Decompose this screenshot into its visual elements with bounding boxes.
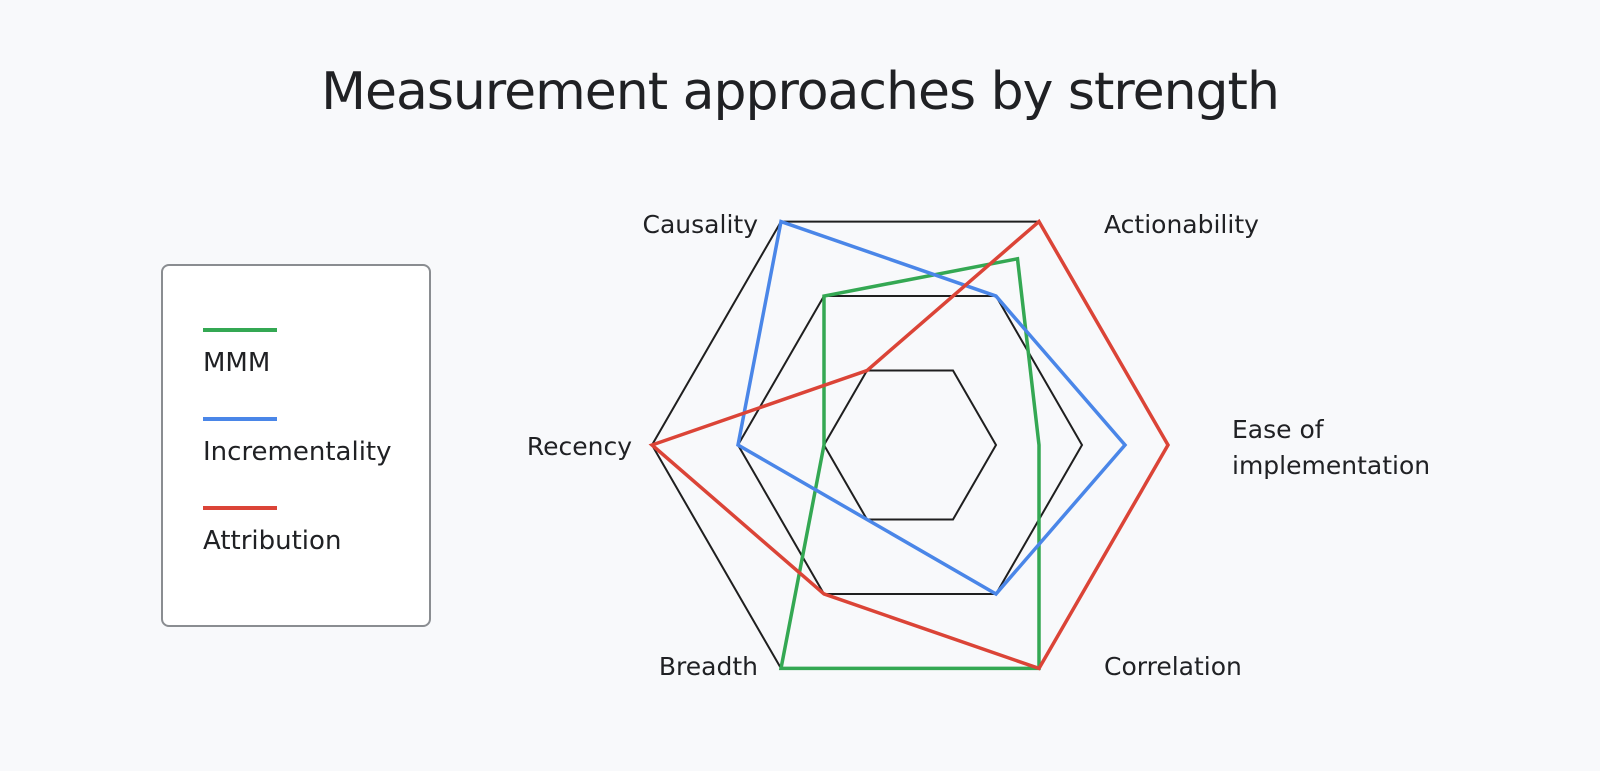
series-incrementality-polygon bbox=[736, 219, 1128, 597]
legend-swatch-incrementality bbox=[203, 417, 277, 421]
legend-label-mmm: MMM bbox=[203, 348, 271, 378]
grid-hexagon-3 bbox=[650, 220, 1170, 670]
legend-swatch-mmm bbox=[203, 328, 277, 332]
legend-swatch-attribution bbox=[203, 506, 277, 510]
legend-label-incrementality: Incrementality bbox=[203, 437, 392, 467]
axis-label-1-line-0: Ease of bbox=[1232, 415, 1325, 444]
legend-item-attribution: Attribution bbox=[203, 506, 341, 556]
axis-label-2-line-0: Correlation bbox=[1104, 652, 1242, 681]
axis-label-4-line-0: Recency bbox=[527, 432, 632, 461]
axis-label-3-line-0: Breadth bbox=[659, 652, 758, 681]
series-mmm-polygon bbox=[778, 256, 1041, 671]
legend-item-incrementality: Incrementality bbox=[203, 417, 392, 467]
legend-label-attribution: Attribution bbox=[203, 526, 342, 556]
axis-label-1-line-1: implementation bbox=[1232, 451, 1430, 480]
legend-item-mmm: MMM bbox=[203, 328, 277, 378]
series-attribution-polygon bbox=[648, 218, 1171, 671]
grid-hexagon-1 bbox=[822, 369, 998, 521]
legend: MMM Incrementality Attribution bbox=[161, 264, 431, 627]
grid-hexagon-2 bbox=[736, 295, 1084, 595]
chart-title: Measurement approaches by strength bbox=[321, 62, 1280, 122]
axis-label-0-line-0: Actionability bbox=[1104, 210, 1259, 239]
axis-label-5-line-0: Causality bbox=[643, 210, 759, 239]
